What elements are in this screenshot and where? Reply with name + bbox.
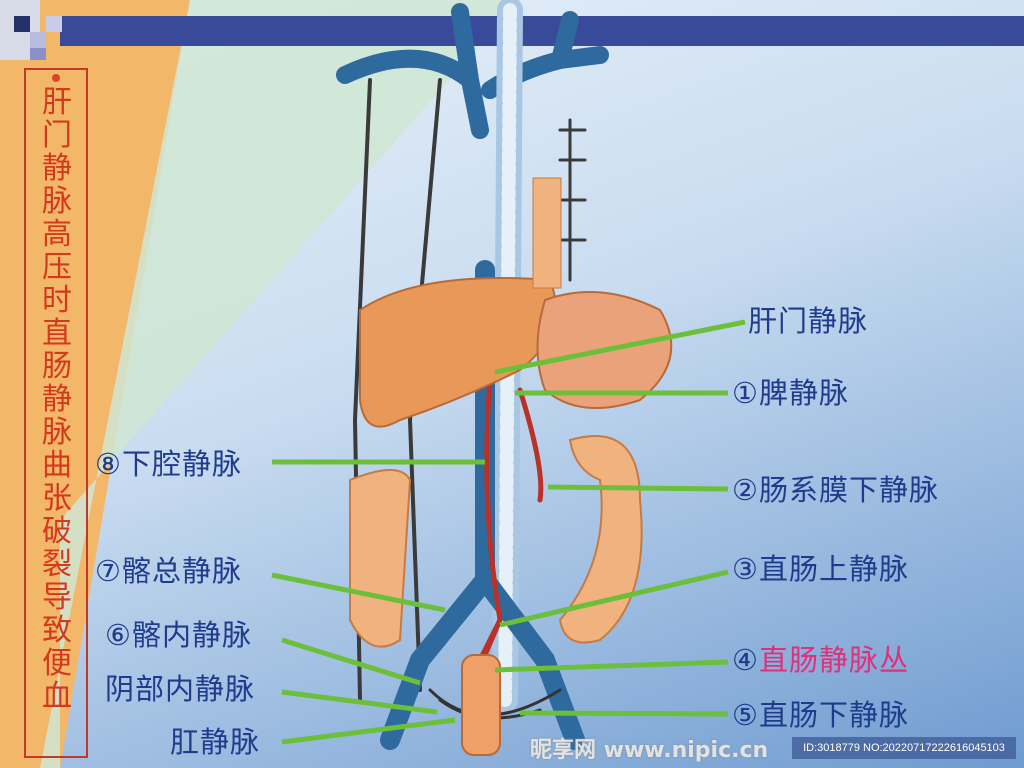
ascending-colon <box>349 469 412 648</box>
esophagus <box>532 177 562 289</box>
label-portal-vein: 肝门静脉 <box>748 304 869 338</box>
watermark: 昵享网 www.nipic.cn <box>530 738 769 763</box>
label-internal-pudendal-vein: 阴部内静脉 <box>105 672 256 706</box>
label-inferior-mesenteric-vein: ②肠系膜下静脉 <box>732 473 939 507</box>
liver <box>359 277 557 428</box>
side-title: 肝门静脉高压时直肠静脉曲张破裂导致便血 <box>42 85 72 714</box>
label-rectal-plexus: ④直肠静脉丛 <box>732 643 909 677</box>
green-band <box>40 0 520 768</box>
label-inferior-vena-cava: ⑧下腔静脉 <box>95 447 242 481</box>
label-inferior-rectal-vein: ⑤直肠下静脉 <box>732 698 909 732</box>
rectum <box>461 654 501 756</box>
label-superior-rectal-vein: ③直肠上静脉 <box>732 552 909 586</box>
label-splenic-vein: ①脾静脉 <box>732 376 849 410</box>
colon <box>558 435 643 644</box>
label-rectal-plexus-text: 直肠静脉丛 <box>759 643 910 677</box>
label-anal-vein: 肛静脉 <box>170 725 261 759</box>
label-internal-iliac-vein: ⑥髂内静脉 <box>105 618 252 652</box>
orange-band <box>0 0 190 768</box>
label-rectal-plexus-number: ④ <box>732 643 759 677</box>
image-id: ID:3018779 NO:20220717222616045103 <box>792 737 1016 759</box>
header-bar <box>60 16 1024 46</box>
label-common-iliac-vein: ⑦髂总静脉 <box>95 554 242 588</box>
bullet-icon <box>52 74 60 82</box>
side-title-box <box>24 68 88 758</box>
pointer-lines <box>271 319 746 745</box>
